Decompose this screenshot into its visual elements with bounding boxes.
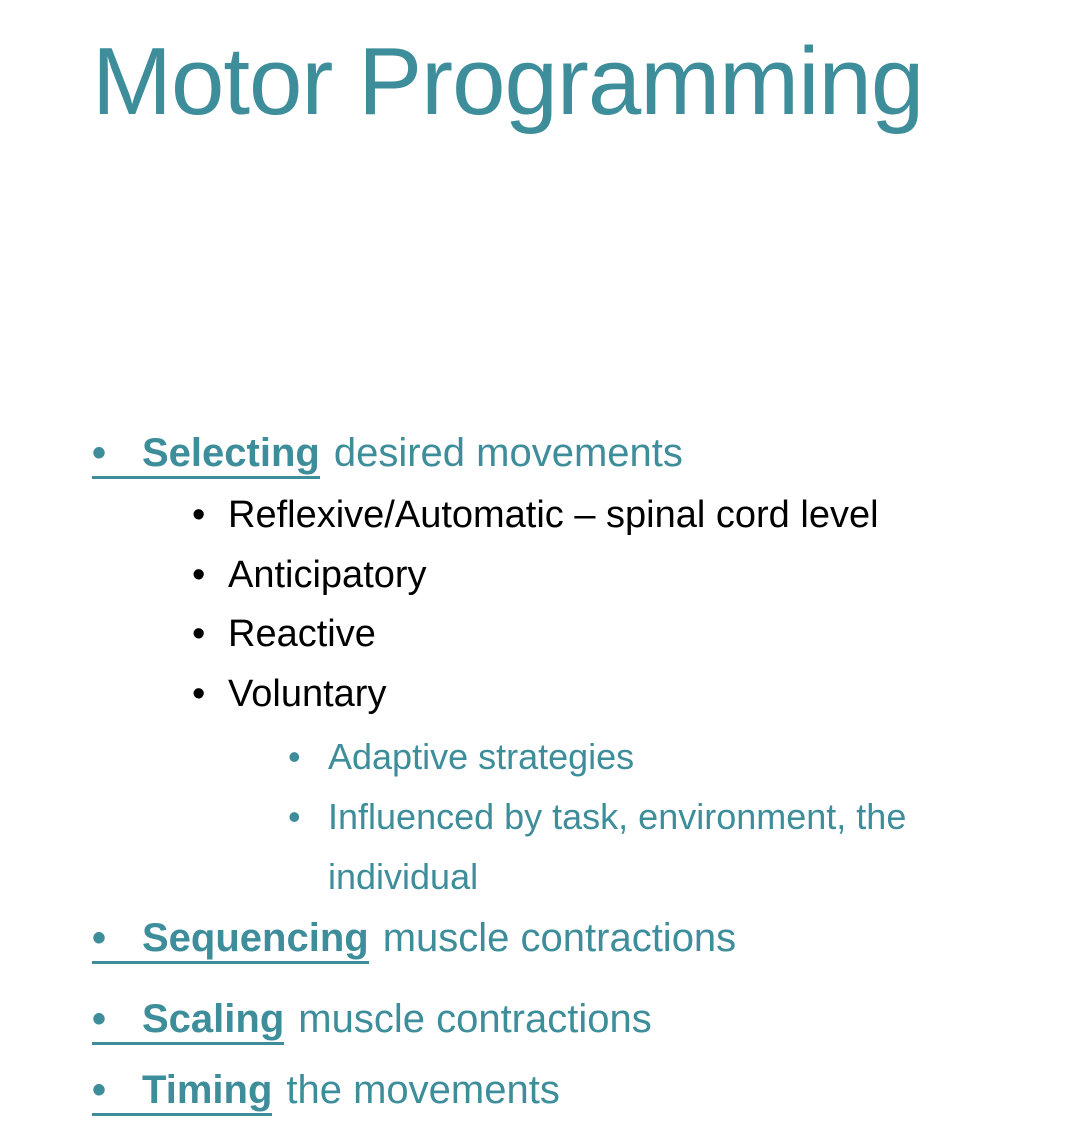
list-item-reactive: • Reactive (192, 612, 1002, 658)
bullet-icon: • (192, 553, 206, 596)
bullet-icon: • (192, 494, 206, 536)
list-item-sequencing: • Sequencing muscle contractions (92, 914, 1002, 965)
list-item-timing: • Timing the movements (92, 1066, 1002, 1117)
bullet-icon: • (192, 672, 206, 715)
list-item-selecting: • Selecting desired movements (92, 429, 1002, 479)
underlined-lead: • Selecting (92, 431, 320, 479)
bullet-icon: • (92, 916, 107, 961)
bullet-icon: • (288, 796, 301, 838)
lead-word: Scaling (142, 997, 285, 1042)
lead-word: Selecting (142, 431, 320, 475)
underlined-lead: • Timing (92, 1068, 273, 1117)
item-text: desired movements (333, 431, 683, 475)
item-text: Influenced by task, environment, the ind… (328, 796, 907, 898)
list-item-reflexive: • Reflexive/Automatic – spinal cord leve… (192, 493, 1002, 539)
item-text: the movements (286, 1068, 560, 1113)
bullet-icon: • (92, 431, 107, 475)
item-text: Voluntary (228, 672, 387, 715)
bullet-icon: • (92, 1068, 107, 1113)
item-text: muscle contractions (382, 916, 737, 961)
item-text: Reflexive/Automatic – spinal cord level (228, 494, 879, 536)
list-item-influenced: • Influenced by task, environment, the i… (288, 787, 1002, 907)
lead-word: Timing (142, 1068, 273, 1113)
bullet-list: • Selecting desired movements • Reflexive… (92, 429, 1002, 1117)
list-item-scaling: • Scaling muscle contractions (92, 995, 1002, 1046)
list-item-anticipatory: • Anticipatory (192, 553, 1002, 599)
list-item-adaptive: • Adaptive strategies (288, 727, 1002, 787)
bullet-icon: • (192, 613, 206, 656)
slide-title: Motor Programming (92, 28, 924, 135)
item-text: Adaptive strategies (328, 736, 635, 778)
bullet-icon: • (92, 997, 107, 1042)
list-item-voluntary: • Voluntary (192, 672, 1002, 718)
item-text: Anticipatory (228, 553, 427, 596)
underlined-lead: • Scaling (92, 997, 285, 1046)
lead-word: Sequencing (142, 916, 369, 961)
underlined-lead: • Sequencing (92, 916, 369, 965)
item-text: Reactive (228, 613, 376, 656)
bullet-icon: • (288, 736, 301, 778)
item-text: muscle contractions (298, 997, 652, 1042)
